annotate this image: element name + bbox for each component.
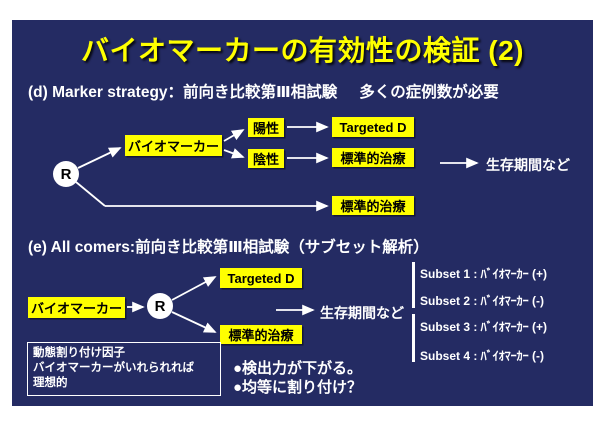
subset-item-4: Subset 4 : ﾊﾞｲｵﾏｰｶｰ (-) xyxy=(420,349,545,363)
section-d-heading: (d) Marker strategy：前向き比較第Ⅲ相試験 多くの症例数が必要 xyxy=(28,80,499,102)
biomarker-box-e: バイオマーカー xyxy=(28,297,125,318)
arrow-biomarker-to-negative xyxy=(223,148,245,159)
randomization-node-d: R xyxy=(53,161,79,187)
positive-box: 陽性 xyxy=(248,118,284,137)
negative-box: 陰性 xyxy=(248,149,284,168)
standard-care-bottom-box-d: 標準的治療 xyxy=(332,196,414,215)
arrow-r-to-biomarker-d xyxy=(77,147,122,169)
slide-title: バイオマーカーの有効性の検証 (2) xyxy=(80,35,524,66)
targeted-d-box-e: Targeted D xyxy=(220,268,302,288)
subset-item-2: Subset 2 : ﾊﾞｲｵﾏｰｶｰ (-) xyxy=(420,294,545,308)
targeted-d-box-d: Targeted D xyxy=(332,117,414,137)
subset-item-3: Subset 3 : ﾊﾞｲｵﾏｰｶｰ (+) xyxy=(420,320,548,334)
arrow-r-to-targeted-e xyxy=(171,276,217,301)
standard-care-box-d: 標準的治療 xyxy=(332,148,414,167)
subset-group-1-2-bar xyxy=(412,262,415,308)
subset-item-1: Subset 1 : ﾊﾞｲｵﾏｰｶｰ (+) xyxy=(420,267,548,281)
arrow-r-to-standard-e xyxy=(171,311,217,333)
note-line-1: 動態割り付け因子 xyxy=(33,347,125,359)
outcome-label-e: 生存期間など xyxy=(320,305,404,321)
note-line-3: 理想的 xyxy=(33,377,68,390)
bullet-equal-allocation: ●均等に割り付け？ xyxy=(233,379,363,396)
slide-background: バイオマーカーの有効性の検証 (2) (d) Marker strategy：前… xyxy=(12,20,593,406)
section-e-heading: (e) All comers:前向き比較第Ⅲ相試験（サブセット解析） xyxy=(28,239,429,256)
biomarker-box-d: バイオマーカー xyxy=(125,135,222,156)
note-line-2: バイオマーカーがいれられれば xyxy=(33,362,194,375)
randomization-node-e: R xyxy=(147,293,173,319)
bullet-power-decrease: ●検出力が下がる。 xyxy=(233,360,363,377)
standard-care-box-e: 標準的治療 xyxy=(220,325,302,344)
subset-group-3-4-bar xyxy=(412,314,415,362)
section-d-heading-main: (d) Marker strategy：前向き比較第Ⅲ相試験 xyxy=(28,84,338,101)
dynamic-allocation-note-box: 動態割り付け因子 バイオマーカーがいれられれば 理想的 xyxy=(27,342,221,396)
arrow-r-down-diagonal-d xyxy=(75,181,106,207)
outcome-label-d: 生存期間など xyxy=(486,157,570,173)
section-d-heading-note: 多くの症例数が必要 xyxy=(359,84,499,101)
arrow-biomarker-to-positive xyxy=(223,129,245,142)
